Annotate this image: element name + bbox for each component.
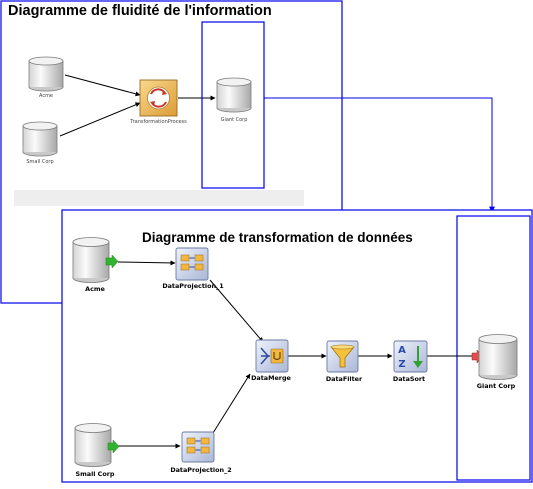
tx-node-projection-2-label: DataProjection_2 (170, 466, 231, 474)
tx-node-filter-label: DataFilter (326, 375, 363, 383)
tx-node-data-projection-2[interactable]: DataProjection_2 (170, 431, 232, 474)
database-cylinder-icon (74, 423, 112, 467)
flow-node-small-corp-label: Small Corp (26, 159, 53, 165)
flow-node-giant-corp-frame[interactable] (201, 21, 265, 189)
tx-node-data-filter[interactable]: DataFilter (326, 340, 363, 383)
tx-node-small-corp-label: Small Corp (76, 470, 115, 478)
edge-acme-projection1 (117, 260, 176, 266)
transformation-process-icon (139, 79, 178, 117)
input-arrow-icon (107, 439, 120, 454)
tx-node-data-projection-1[interactable]: DataProjection_1 (162, 247, 224, 290)
a-z-sort-icon: A Z (393, 340, 428, 373)
tx-node-projection-1-label: DataProjection_1 (162, 282, 223, 290)
tx-node-data-sort[interactable]: A Z DataSort (393, 340, 428, 383)
data-merge-icon (255, 339, 289, 373)
tx-node-acme-label: Acme (85, 285, 105, 293)
flow-node-transformation-label: TransformationProcess (129, 119, 187, 125)
svg-text:Z: Z (398, 359, 405, 370)
tx-node-giant-corp-frame[interactable] (456, 215, 531, 481)
transformation-diagram-title: Diagramme de transformation de données (142, 230, 413, 245)
flow-node-acme-label: Acme (39, 93, 53, 99)
edge-projection2-merge (212, 373, 251, 434)
tx-node-giant-corp[interactable]: Giant Corp (471, 334, 518, 391)
data-projection-icon (181, 431, 215, 463)
flow-node-acme[interactable]: Acme (28, 56, 64, 99)
edge-projection1-merge (209, 279, 264, 343)
edge-smallcorp-transformation (59, 102, 141, 137)
tx-node-acme[interactable]: Acme (72, 237, 119, 294)
data-projection-icon (175, 247, 209, 281)
database-cylinder-icon (22, 121, 58, 157)
edge-acme-transformation (64, 74, 141, 97)
database-cylinder-icon (478, 334, 518, 380)
tx-node-data-merge[interactable]: DataMerge (251, 339, 292, 382)
tx-node-sort-label: DataSort (393, 375, 425, 383)
decomposition-link (264, 97, 495, 213)
flow-diagram-scrollbar[interactable] (14, 190, 304, 206)
tx-node-merge-label: DataMerge (251, 374, 291, 382)
funnel-filter-icon (326, 340, 359, 373)
database-cylinder-icon (216, 77, 252, 113)
flow-node-transformation-process[interactable]: TransformationProcess (129, 79, 187, 125)
database-cylinder-icon (28, 56, 64, 92)
flow-node-giant-corp-label: Giant Corp (221, 117, 248, 123)
flow-diagram-title: Diagramme de fluidité de l'information (8, 3, 272, 19)
flow-node-giant-corp[interactable]: Giant Corp (216, 77, 252, 123)
transformation-diagram-frame (61, 209, 533, 483)
database-cylinder-icon (72, 237, 110, 283)
svg-text:A: A (398, 345, 406, 356)
flow-node-small-corp[interactable]: Small Corp (22, 121, 58, 165)
tx-node-giant-corp-label: Giant Corp (477, 382, 516, 390)
input-arrow-icon (105, 254, 119, 269)
tx-node-small-corp[interactable]: Small Corp (74, 423, 120, 479)
